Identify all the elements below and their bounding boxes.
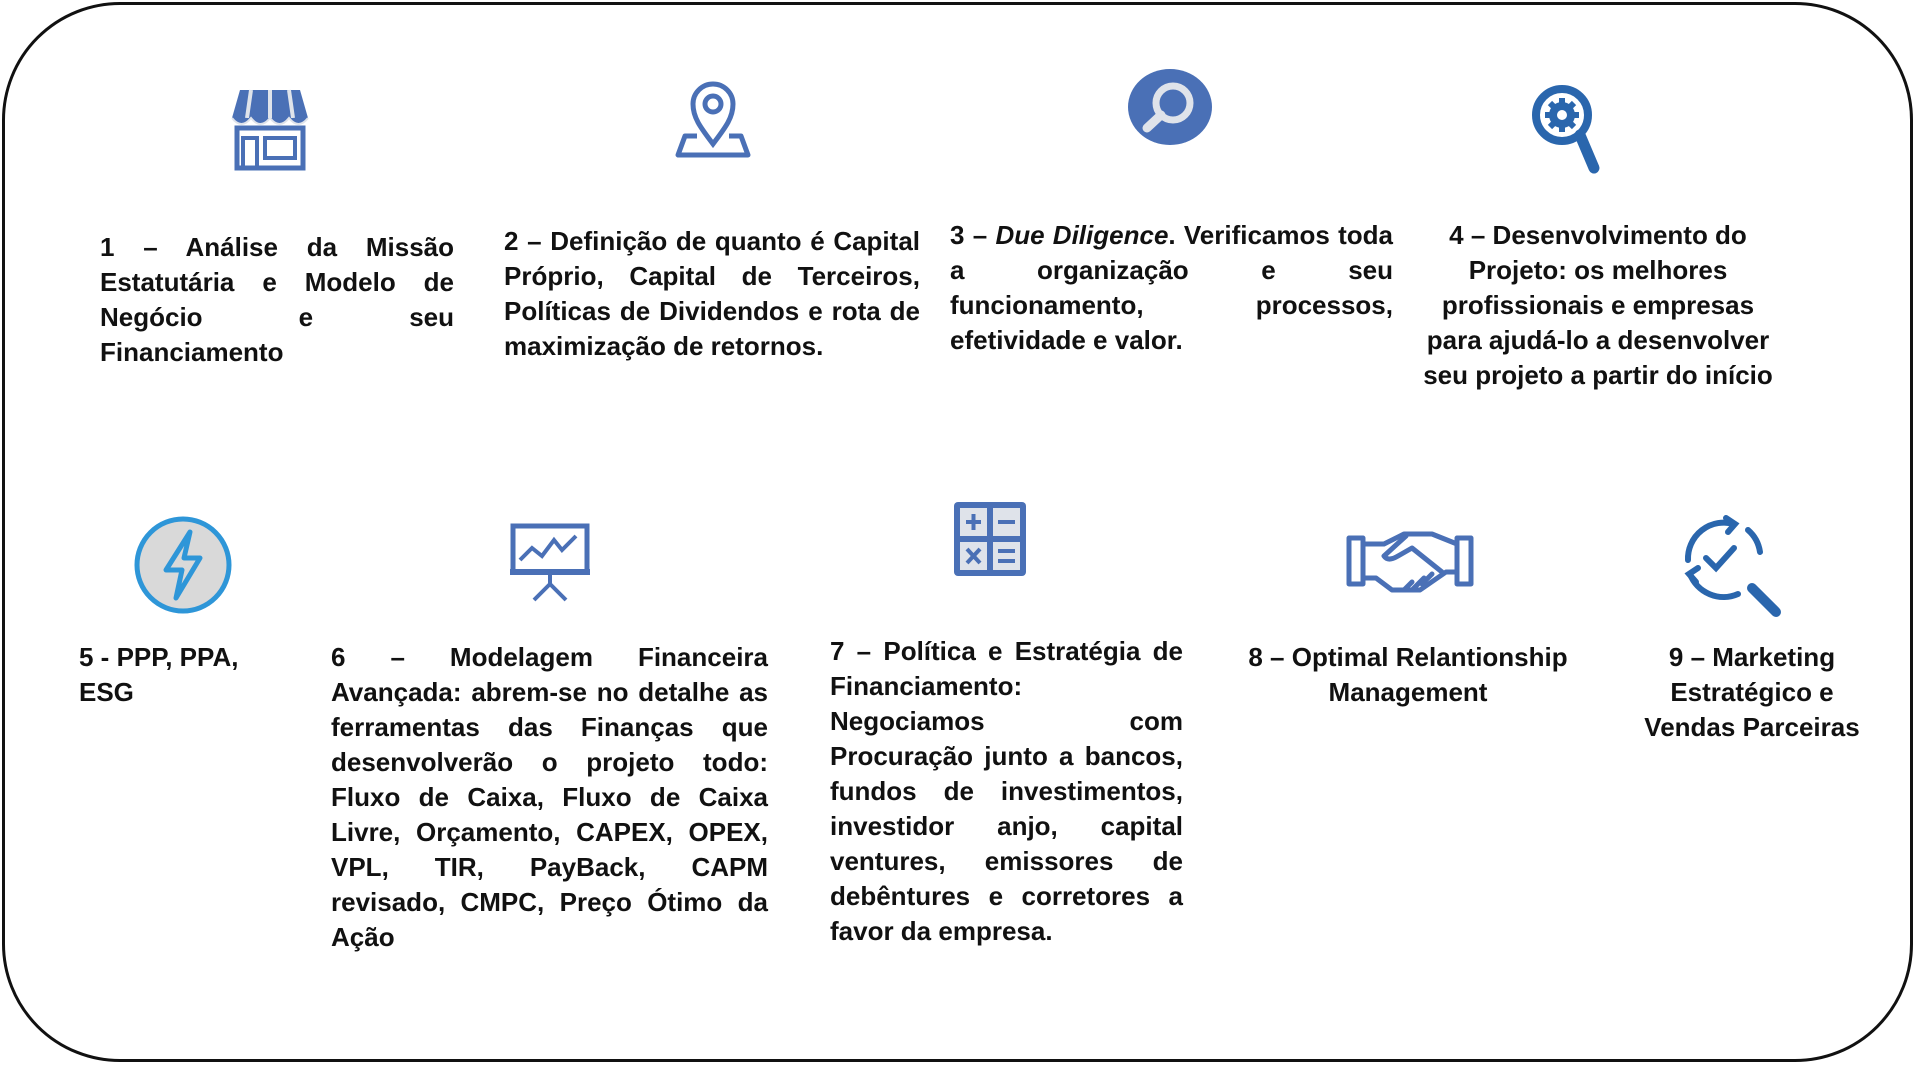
step-3-body: . Verificamos toda a organização e seu f… [950,220,1393,355]
step-8-line: Management [1328,677,1488,707]
calculator-icon [952,500,1028,578]
lightning-bolt-icon [134,516,232,614]
step-3-text: 3 – Due Diligence. Verificamos toda a or… [950,218,1393,358]
location-pin-map-icon [675,78,751,158]
step-4-line: Projeto: os melhores [1468,255,1728,285]
step-3-italic: Due Diligence [995,220,1169,250]
step-9-line: Vendas Parceiras [1644,712,1860,742]
step-8-text: 8 – Optimal Relantionship Management [1236,640,1580,710]
step-2-text: 2 – Definição de quanto é Capital Própri… [504,226,920,361]
step-9-text: 9 – Marketing Estratégico e Vendas Parce… [1620,640,1884,745]
step-4-text: 4 – Desenvolvimento do Projeto: os melho… [1400,218,1796,393]
step-7-text: 7 – Política e Estratégia de Financiamen… [830,636,1183,946]
magnifier-circle-icon [1127,68,1213,146]
step-8-line: 8 – Optimal Relantionship [1248,642,1568,672]
step-4-line: 4 – Desenvolvimento do [1449,220,1747,250]
step-4-line: para ajudá-lo a desenvolver [1426,325,1770,355]
step-4-line: seu projeto a partir do início [1423,360,1773,390]
presentation-chart-icon [510,522,590,602]
storefront-icon [228,88,312,171]
step-9-line: 9 – Marketing [1668,642,1836,672]
step-9-line: Estratégico e [1670,677,1834,707]
handshake-icon [1346,528,1474,594]
step-6-text: 6 – Modelagem Financeira Avançada: abrem… [331,642,768,952]
refresh-check-magnifier-icon [1678,512,1781,617]
step-5-text: 5 - PPP, PPA, ESG [79,642,239,707]
gear-magnifier-icon [1532,77,1600,175]
step-3-prefix: 3 – [950,220,996,250]
step-1-text: 1 – Análise da Missão Estatutária e Mode… [100,232,454,367]
step-4-line: profissionais e empresas [1441,290,1755,320]
